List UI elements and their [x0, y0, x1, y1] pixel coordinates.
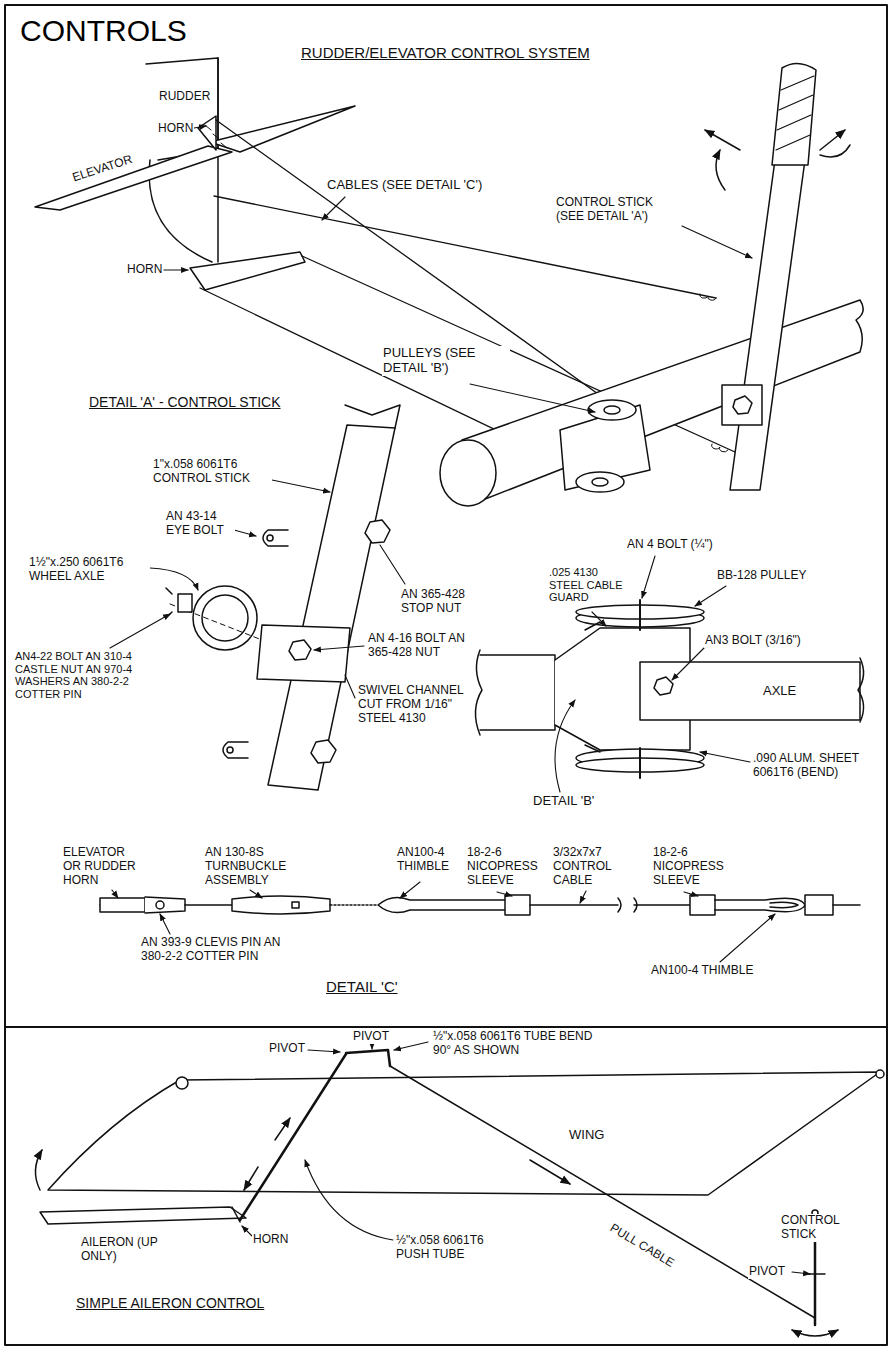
part-label: RUDDER: [158, 90, 211, 104]
callout-label: CABLES (SEE DETAIL 'C'): [326, 178, 483, 193]
part-label: WING: [568, 1128, 605, 1143]
part-spec: AN100-4 THIMBLE: [396, 846, 468, 874]
part-spec: AN100-4 THIMBLE: [650, 964, 755, 978]
part-spec: ½"x.058 6061T6 PUSH TUBE: [395, 1234, 509, 1262]
tail-assembly: [35, 58, 355, 290]
section-heading: DETAIL 'B': [532, 794, 595, 809]
part-spec: ½"x.058 6061T6 TUBE BEND 90° AS SHOWN: [432, 1030, 604, 1058]
part-spec: SWIVEL CHANNEL CUT FROM 1/16" STEEL 4130: [357, 684, 469, 725]
part-spec: AN 393-9 CLEVIS PIN AN 380-2-2 COTTER PI…: [140, 936, 307, 964]
part-spec: AN 4-16 BOLT AN 365-428 NUT: [367, 632, 469, 660]
part-spec: AN4-22 BOLT AN 310-4 CASTLE NUT AN 970-4…: [14, 650, 156, 701]
part-label: PULL CABLE: [606, 1221, 677, 1271]
section-heading: DETAIL 'A' - CONTROL STICK: [88, 394, 282, 410]
part-spec: 18-2-6 NICOPRESS SLEEVE: [652, 846, 730, 887]
part-spec: .090 ALUM. SHEET 6061T6 (BEND): [752, 752, 882, 780]
part-label: PIVOT: [268, 1042, 306, 1056]
part-label: CONTROL STICK: [780, 1214, 848, 1242]
part-spec: AN 130-8S TURNBUCKLE ASSEMBLY: [204, 846, 292, 887]
section-heading: DETAIL 'C': [325, 978, 399, 995]
part-label: AILERON (UP ONLY): [80, 1236, 160, 1264]
part-spec: BB-128 PULLEY: [716, 569, 807, 583]
control-stick: [705, 63, 850, 490]
pulley-bracket: [560, 400, 650, 492]
part-spec: ELEVATOR OR RUDDER HORN: [62, 846, 144, 887]
part-spec: AN 43-14 EYE BOLT: [165, 510, 235, 538]
wing-aileron: [35, 1050, 884, 1336]
leader-lines-top: [164, 126, 752, 412]
section-heading: RUDDER/ELEVATOR CONTROL SYSTEM: [300, 44, 591, 61]
part-spec: AN 4 BOLT (¼"): [626, 538, 714, 552]
part-label: PIVOT: [352, 1030, 390, 1044]
part-spec: 1½"x.250 6061T6 WHEEL AXLE: [28, 556, 150, 584]
sheet-title: CONTROLS: [20, 14, 187, 47]
sheet-frame: [5, 5, 887, 1345]
part-spec: 1"x.058 6061T6 CONTROL STICK: [152, 458, 272, 486]
section-heading: SIMPLE AILERON CONTROL: [75, 1295, 265, 1311]
axle-tube: [440, 300, 863, 506]
leader-lines-aileron: [242, 1042, 830, 1274]
part-label: HORN: [157, 122, 194, 136]
callout-label: PULLEYS (SEE DETAIL 'B'): [382, 346, 510, 376]
callout-label: CONTROL STICK (SEE DETAIL 'A'): [555, 196, 685, 224]
part-spec: 18-2-6 NICOPRESS SLEEVE: [466, 846, 544, 887]
part-label: AXLE: [762, 684, 797, 699]
part-label: HORN: [252, 1233, 289, 1247]
part-spec: .025 4130 STEEL CABLE GUARD: [548, 566, 634, 604]
part-spec: 3/32x7x7 CONTROL CABLE: [552, 846, 628, 887]
detail-c-cable: [100, 895, 860, 915]
part-spec: AN3 BOLT (3/16"): [704, 634, 802, 648]
part-spec: AN 365-428 STOP NUT: [400, 588, 486, 616]
part-label: HORN: [126, 263, 163, 277]
part-label: PIVOT: [748, 1265, 786, 1279]
